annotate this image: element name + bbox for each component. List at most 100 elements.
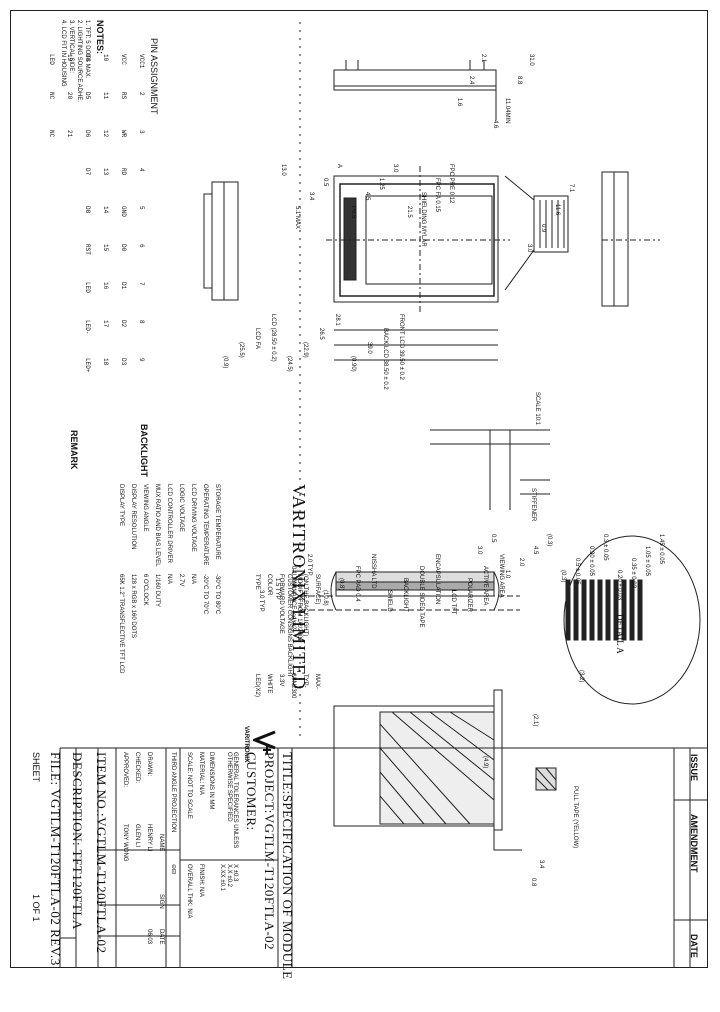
finish-text: FINISH: N/A (198, 864, 204, 898)
pin-table-cell: RD (120, 168, 127, 176)
detail-a-fingers (563, 535, 701, 705)
pin-table-cell: LED- (84, 320, 91, 335)
dimension-label: ACTIVE AREA (482, 566, 488, 606)
dimension-label: 0.30 ± 0.05 (588, 546, 594, 576)
sheet-number: 1 OF 1 (31, 894, 41, 922)
checked-name: GLEN LI (134, 824, 140, 848)
dimension-label: (0.9) (222, 356, 228, 369)
scale-note: SCALE 10:1 (534, 392, 540, 426)
pin-table-cell: RS (120, 92, 127, 100)
dimension-label: FPC PAD 0.4 (354, 566, 360, 602)
date-column-header: DATE (158, 929, 164, 945)
backlight-label: SURFACE) (314, 574, 320, 605)
dimensions-text: DIMENSIONS IN MM (208, 752, 214, 810)
dimension-label: VIEWING AREA (498, 554, 504, 598)
bottom-dimension: 3.4 (538, 860, 544, 869)
dimension-label: 1.05 ± 0.05 (644, 546, 650, 576)
pin-table-cell: 13 (102, 168, 109, 176)
backlight-value: 3.3V (278, 674, 284, 687)
overall-thk-text: OVERALL THK: N/A (186, 864, 192, 919)
detail-a-title: DETAIL A (615, 614, 625, 654)
title-block-grid (59, 747, 708, 968)
scale-text: SCALE: NOT TO SCALE (186, 752, 192, 819)
left-side-view (203, 181, 239, 301)
dimension-label: SHIELD (386, 590, 392, 612)
dimension-label: (25.5) (238, 342, 244, 358)
spec-label: LCD DRIVING VOLTAGE (190, 484, 196, 552)
fpc-tail (504, 175, 569, 291)
pin-table-cell: GND (120, 206, 127, 217)
dimension-label: (10.8) (322, 590, 328, 606)
bottom-dimension: (4.9) (482, 756, 488, 769)
dimension-label: LCD FA (254, 328, 260, 350)
dimension-label: A (336, 164, 342, 169)
note-line: 3. VERTICAL SIDE: (68, 20, 74, 74)
dimension-label: 3.0 (476, 546, 482, 555)
pin-table-cell: 17 (102, 320, 109, 328)
dimension-label: 1.0 (504, 570, 510, 579)
spec-value: -20°C TO 70°C (202, 574, 208, 615)
dimension-label: (24.5) (286, 356, 292, 372)
pin-table-cell: 7 (138, 282, 145, 286)
spec-label: STORAGE TEMPERATURE (214, 484, 220, 560)
spec-label: OPERATING TEMPERATURE (202, 484, 208, 566)
pin-table-cell: 20 (66, 92, 73, 100)
dimension-label: 8.8 (516, 76, 522, 85)
pin-assignment-heading: PIN ASSIGNMENT (149, 38, 159, 115)
item-number-text: ITEM NO.:VGTLM-T120FTLA-02 (94, 752, 109, 954)
dimension-label: BACKLIGHT (402, 578, 408, 613)
pin-table-cell: D0 (120, 244, 127, 252)
dimension-label: 3.4 (308, 192, 314, 201)
pull-tape-label: PULL TAPE (YELLOW) (572, 786, 578, 849)
spec-value: 1/160 DUTY (154, 574, 160, 608)
dimension-label: (0.3) (560, 570, 566, 583)
pin-table-cell: D5 (84, 92, 91, 100)
pin-table-cell: VCC (120, 54, 127, 65)
pin-table-cell: 18 (102, 358, 109, 366)
backlight-heading: BACKLIGHT (139, 424, 149, 477)
pin-table-cell: RST (84, 244, 91, 255)
dimension-label: 26.5 (318, 328, 324, 340)
dimension-label: (22.9) (302, 342, 308, 358)
file-text: FILE: VGTLM-T120FTLA-02 REV.3 (48, 752, 63, 966)
dimension-label: 3.0 TYP (258, 590, 264, 612)
dimension-label: 0.5 (490, 534, 496, 543)
dimension-label: DOUBLE SIDED TAPE (418, 566, 424, 628)
dimension-label: NISSHA LTD (370, 554, 376, 589)
pin-table-cell: 5 (138, 206, 145, 210)
front-view (326, 166, 510, 361)
dimension-label: 0.20 ± 0.03 (616, 570, 622, 600)
customer-text: CUSTOMER: (244, 752, 259, 831)
backlight-label: TYPE (254, 574, 260, 590)
pin-table-cell: 9 (138, 358, 145, 362)
revision-date-header: DATE (689, 934, 699, 958)
dimension-label: 13.0 (280, 164, 286, 176)
notes-heading: NOTES: (95, 20, 105, 55)
bottom-dimension: (2.1) (532, 714, 538, 727)
dimension-label: P0.5 (350, 206, 356, 219)
drawing-sheet-border (10, 10, 708, 968)
note-line: 1. TFT: 5 DOTS MAX. (84, 20, 90, 79)
dimension-label: 0.3 ± 0.05 (602, 534, 608, 561)
revision-amendment-header: AMENDMENT (689, 814, 699, 873)
title-text: TITLE:SPECIFICATION OF MODULE (280, 752, 295, 980)
pin-table-cell: 14 (102, 206, 109, 214)
dimension-label: 4.6 (492, 120, 498, 129)
drawn-name: HENRY LI (146, 824, 152, 852)
dimension-label: 0.9 (540, 224, 546, 233)
dimension-label: 0.35 ± 0.03 (630, 558, 636, 588)
dimension-label: ENCAPSULATION (434, 554, 440, 605)
spec-value: N/A (166, 574, 172, 585)
pin-table-cell: NC (48, 92, 55, 100)
spec-value: -30°C TO 80°C (214, 574, 220, 615)
dimension-label: 2.0 TYP (306, 554, 312, 576)
dimension-label: 4.5 (364, 192, 370, 201)
spec-label: DISPLAY TYPE (118, 484, 124, 527)
dimension-label: SHIELDING MYLAR (420, 192, 426, 247)
stiffener-detail (430, 429, 550, 510)
pin-table-cell: 10 (102, 54, 109, 62)
dimension-label: (0.3) (546, 534, 552, 547)
dimension-label: 0.5 ± 0.05 (574, 558, 580, 585)
